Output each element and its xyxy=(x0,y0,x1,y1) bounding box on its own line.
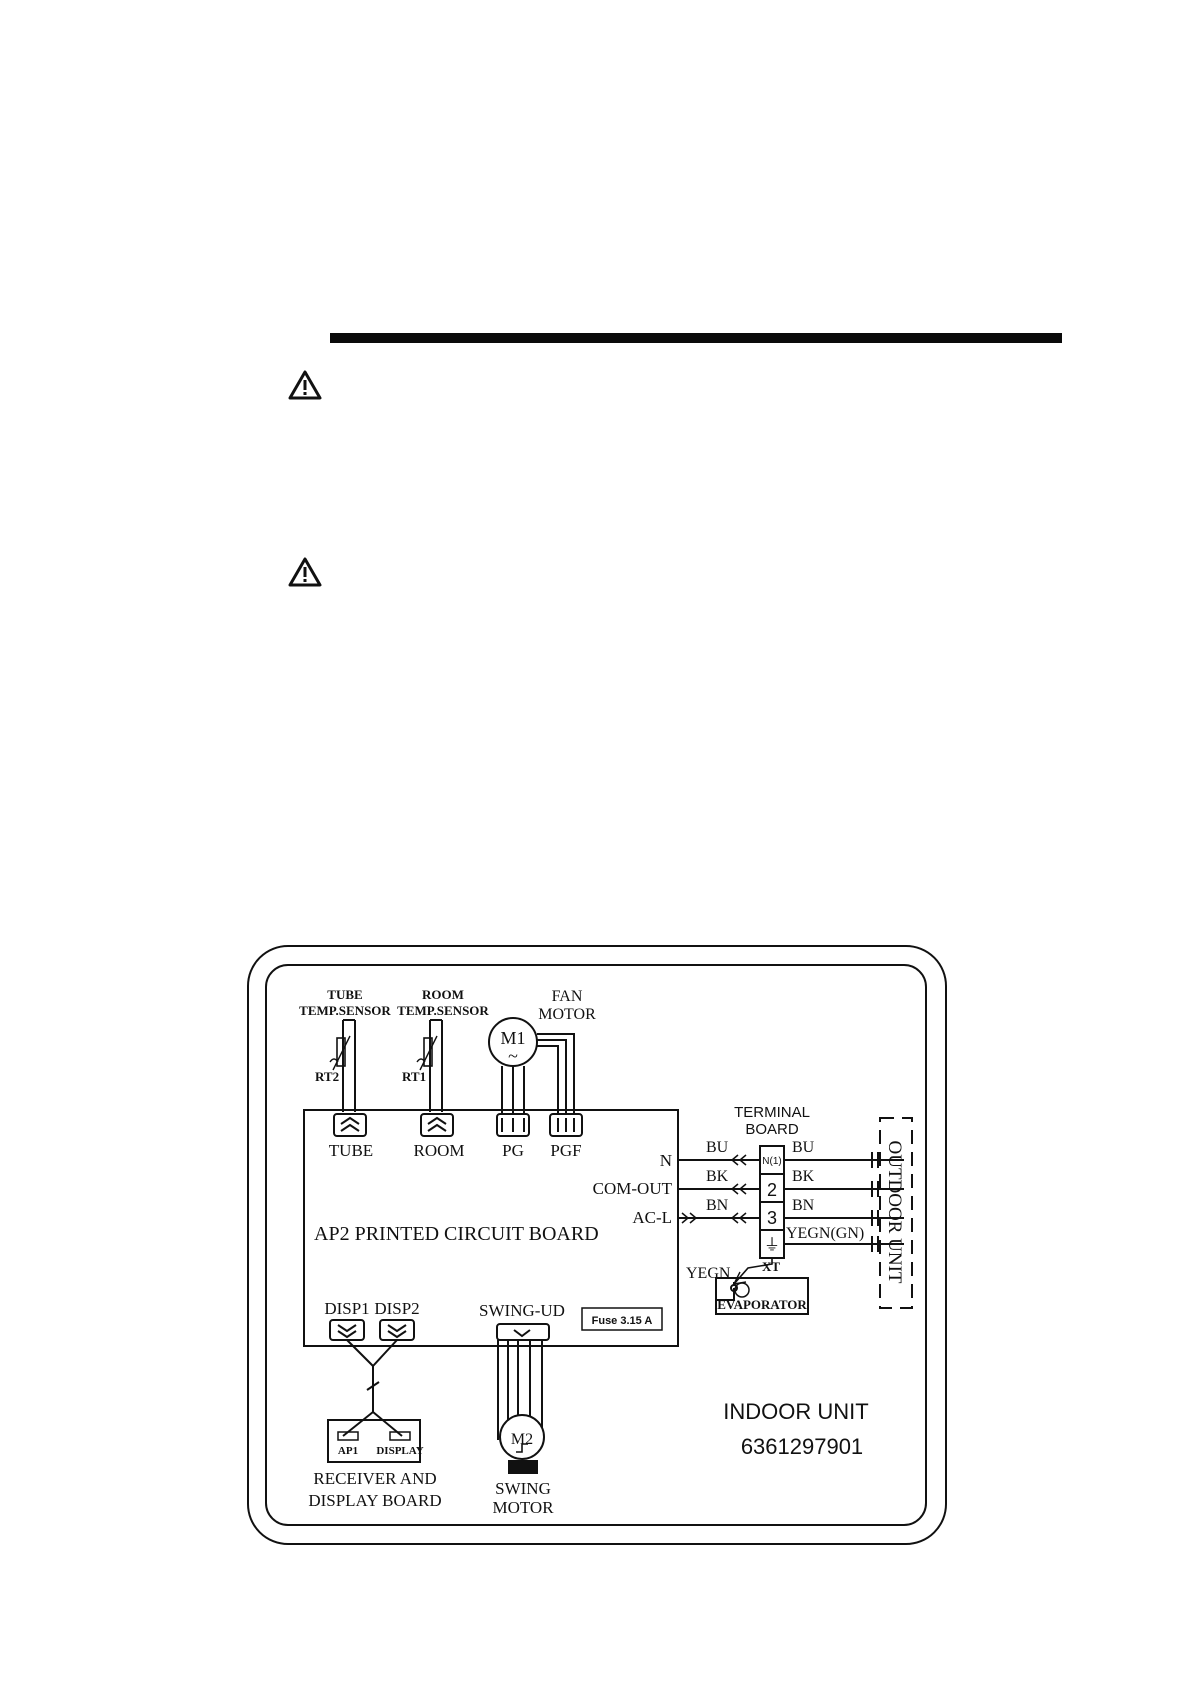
swing-motor xyxy=(499,1414,545,1460)
evaporator-label: EVAPORATOR xyxy=(717,1297,807,1312)
wire-bn-left: BN xyxy=(706,1197,729,1214)
wire-bu-left: BU xyxy=(706,1139,729,1156)
tube-sensor xyxy=(329,1019,356,1112)
tube-connector xyxy=(333,1113,367,1137)
display-label: DISPLAY xyxy=(376,1445,423,1457)
xt-label: XT xyxy=(762,1259,780,1274)
terminal-board-label: BOARD xyxy=(745,1121,799,1138)
receiver-board-label: DISPLAY BOARD xyxy=(308,1491,441,1510)
wire-yegn: YEGN xyxy=(686,1265,731,1282)
fuse-label: Fuse 3.15 A xyxy=(592,1315,653,1327)
room-connector xyxy=(420,1113,454,1137)
room-sensor xyxy=(416,1019,443,1112)
fan-motor xyxy=(488,1017,575,1114)
rt2-label: RT2 xyxy=(315,1069,339,1084)
terminal-n1: N(1) xyxy=(762,1156,781,1167)
pcb-output-wires xyxy=(678,1154,760,1224)
pcb-board xyxy=(303,1109,679,1347)
disp2-connector xyxy=(379,1319,415,1341)
wire-bk-right: BK xyxy=(792,1168,815,1185)
pgf-connector-label: PGF xyxy=(550,1141,581,1160)
evaporator-ground xyxy=(715,1258,809,1315)
wire-yegn-gn: YEGN(GN) xyxy=(786,1225,864,1242)
swing-motor-id: M2 xyxy=(511,1431,533,1448)
display-wiring xyxy=(342,1339,403,1437)
rt1-label: RT1 xyxy=(402,1069,426,1084)
pg-connector-label: PG xyxy=(502,1141,524,1160)
outdoor-wires xyxy=(784,1152,904,1252)
fuse-box xyxy=(581,1307,663,1331)
swing-ud-label: SWING-UD xyxy=(479,1301,565,1320)
terminal-ground-icon: ⏚ xyxy=(764,1236,780,1254)
tube-connector-label: TUBE xyxy=(329,1141,373,1160)
pg-connector xyxy=(496,1113,530,1137)
outer-frame xyxy=(247,945,947,1545)
tube-sensor-label: TEMP.SENSOR xyxy=(299,1003,391,1018)
ac-l-label: AC-L xyxy=(632,1208,672,1227)
swing-motor-base xyxy=(508,1460,538,1474)
fan-motor-id: M1 xyxy=(500,1028,525,1048)
n-terminal-label: N xyxy=(660,1151,672,1170)
wire-bn-right: BN xyxy=(792,1197,815,1214)
receiver-display-board xyxy=(327,1419,421,1463)
swing-motor-label: MOTOR xyxy=(492,1498,554,1517)
ap1-label: AP1 xyxy=(338,1445,358,1457)
tube-sensor-label: TUBE xyxy=(327,987,362,1002)
ac-symbol: ~ xyxy=(508,1046,518,1066)
terminal-2: 2 xyxy=(767,1180,777,1200)
pgf-connector xyxy=(549,1113,583,1137)
section-rule xyxy=(330,333,1062,343)
receiver-board-label: RECEIVER AND xyxy=(313,1469,436,1488)
disp1-label: DISP1 xyxy=(324,1299,369,1318)
com-out-label: COM-OUT xyxy=(593,1179,673,1198)
terminal-3: 3 xyxy=(767,1208,777,1228)
disp2-label: DISP2 xyxy=(374,1299,419,1318)
indoor-unit-code: 6361297901 xyxy=(741,1434,863,1459)
warning-icon xyxy=(288,370,322,400)
fan-motor-label: FAN xyxy=(552,988,583,1005)
disp1-connector xyxy=(329,1319,365,1341)
swing-connector xyxy=(496,1323,550,1341)
wire-bk-left: BK xyxy=(706,1168,729,1185)
outdoor-unit-label: OUTDOOR UNIT xyxy=(884,1140,905,1283)
terminal-board-label: TERMINAL xyxy=(734,1104,810,1121)
wire-bu-right: BU xyxy=(792,1139,815,1156)
indoor-unit-label: INDOOR UNIT xyxy=(723,1399,868,1424)
room-sensor-label: ROOM xyxy=(422,987,464,1002)
room-connector-label: ROOM xyxy=(413,1141,464,1160)
inner-frame xyxy=(265,964,927,1526)
fan-motor-label: MOTOR xyxy=(538,1006,596,1023)
swing-motor-label: SWING xyxy=(495,1479,551,1498)
room-sensor-label: TEMP.SENSOR xyxy=(397,1003,489,1018)
warning-icon xyxy=(288,557,322,587)
pcb-title: AP2 PRINTED CIRCUIT BOARD xyxy=(314,1223,599,1245)
